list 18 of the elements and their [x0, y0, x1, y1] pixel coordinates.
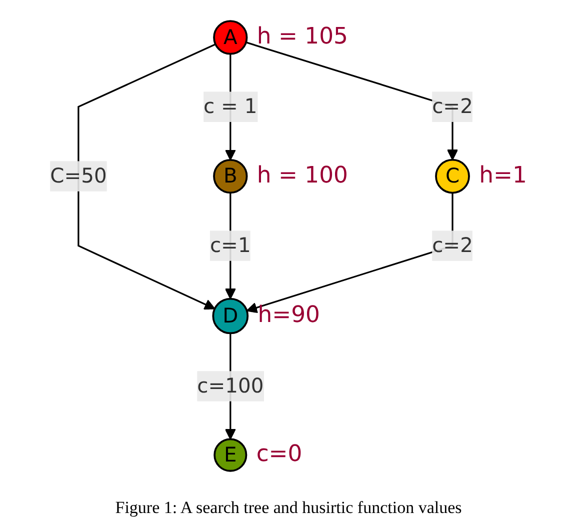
node-circle: C [435, 158, 470, 194]
node-circle: B [213, 158, 248, 194]
edge-label: C=50 [50, 164, 107, 188]
heuristic-label: h=90 [258, 302, 320, 328]
edge-label: c=100 [197, 374, 264, 398]
edge-label: c=1 [210, 233, 251, 258]
node-circle: E [214, 438, 248, 472]
heuristic-label: h = 100 [256, 162, 348, 189]
heuristic-label: h=1 [479, 162, 527, 189]
heuristic-label: c=0 [256, 441, 302, 468]
edge-label: c = 1 [204, 94, 258, 118]
edge-label: c=2 [432, 233, 473, 258]
arrow [78, 44, 216, 310]
figure-caption: Figure 1: A search tree and husirtic function values [115, 498, 462, 518]
node-circle: A [213, 20, 248, 55]
node-circle: D [212, 298, 249, 334]
heuristic-label: h = 105 [256, 24, 348, 50]
edge-label: c=2 [432, 94, 473, 118]
